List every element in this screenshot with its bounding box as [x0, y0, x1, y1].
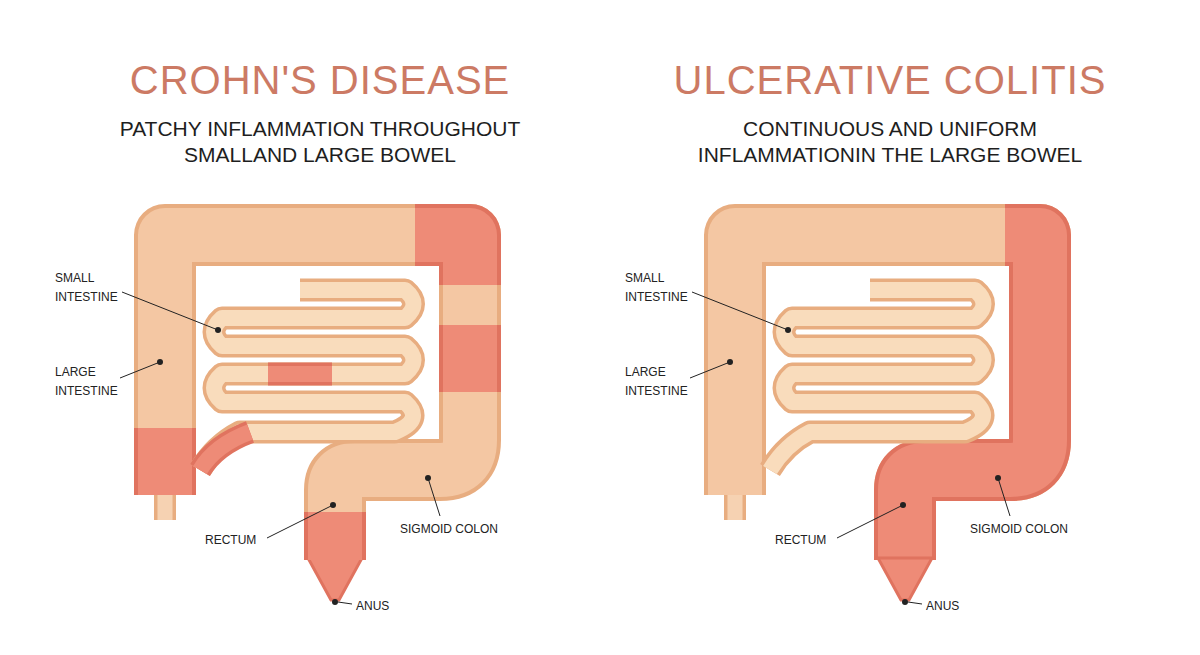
part-label: RECTUM: [775, 531, 847, 550]
colitis-illustration: [690, 235, 1040, 605]
part-label: ANUS: [926, 597, 998, 616]
part-label: SMALL INTESTINE: [55, 269, 127, 306]
panel-subtitle: CONTINUOUS AND UNIFORM INFLAMMATIONIN TH…: [655, 116, 1125, 169]
part-label: SIGMOID COLON: [970, 520, 1042, 539]
part-label: RECTUM: [205, 531, 277, 550]
part-label: SMALL INTESTINE: [625, 269, 697, 306]
part-label: LARGE INTESTINE: [55, 363, 127, 400]
part-label: LARGE INTESTINE: [625, 363, 697, 400]
part-label: ANUS: [356, 597, 428, 616]
panel-title: ULCERATIVE COLITIS: [674, 58, 1107, 103]
crohns-illustration: [120, 235, 470, 605]
part-label: SIGMOID COLON: [400, 520, 472, 539]
panel-subtitle: PATCHY INFLAMMATION THROUGHOUT SMALLAND …: [85, 116, 555, 169]
panel-title: CROHN'S DISEASE: [130, 58, 511, 103]
